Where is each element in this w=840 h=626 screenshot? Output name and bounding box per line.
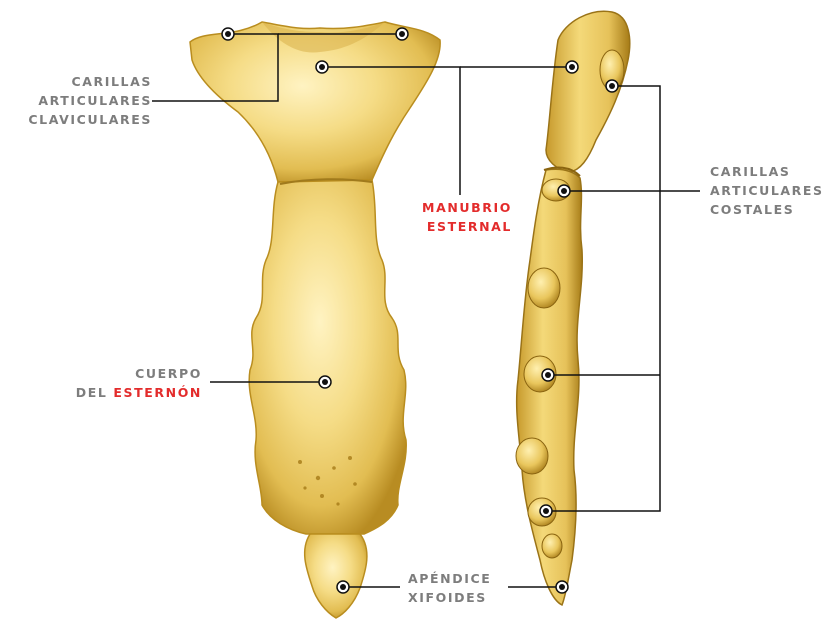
- label-line: CLAVICULARES: [28, 110, 152, 129]
- label-line: DEL ESTERNÓN: [76, 383, 202, 402]
- label-line: XIFOIDES: [408, 588, 491, 607]
- marker-dot: [319, 376, 331, 388]
- xiphoid-front: [305, 534, 367, 618]
- label-costal-facets: CARILLAS ARTICULARES COSTALES: [710, 162, 824, 219]
- label-line: CARILLAS: [710, 162, 824, 181]
- marker-dot: [606, 80, 618, 92]
- label-line: CUERPO: [76, 364, 202, 383]
- marker-dot: [566, 61, 578, 73]
- label-xiphoid: APÉNDICE XIFOIDES: [408, 569, 491, 607]
- label-line: APÉNDICE: [408, 569, 491, 588]
- sternal-body-front: [249, 180, 406, 534]
- label-clavicular-facets: CARILLAS ARTICULARES CLAVICULARES: [28, 72, 152, 129]
- label-esternon: ESTERNÓN: [113, 385, 202, 400]
- marker-dot: [558, 185, 570, 197]
- label-manubrium: MANUBRIO ESTERNAL: [422, 198, 512, 236]
- marker-dot: [222, 28, 234, 40]
- marker-dot: [556, 581, 568, 593]
- label-line: COSTALES: [710, 200, 824, 219]
- label-sternal-body: CUERPO DEL ESTERNÓN: [76, 364, 202, 402]
- label-line: CARILLAS: [28, 72, 152, 91]
- marker-dot: [396, 28, 408, 40]
- label-line: MANUBRIO: [422, 198, 512, 217]
- marker-dot: [316, 61, 328, 73]
- manubrium-side: [546, 11, 630, 172]
- label-del: DEL: [76, 385, 114, 400]
- label-line: ARTICULARES: [28, 91, 152, 110]
- label-line: ARTICULARES: [710, 181, 824, 200]
- marker-dot: [337, 581, 349, 593]
- leader-lines: [152, 34, 700, 587]
- label-line: ESTERNAL: [422, 217, 512, 236]
- marker-dot: [542, 369, 554, 381]
- marker-dot: [540, 505, 552, 517]
